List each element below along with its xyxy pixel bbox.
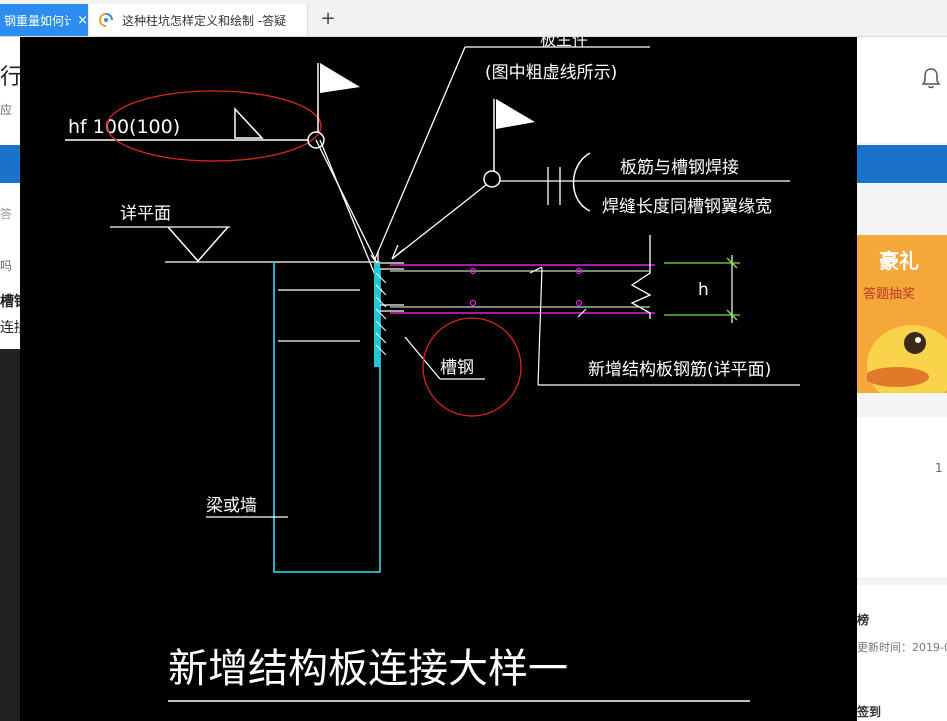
break-line-icon <box>630 259 652 319</box>
slab-rebar-label: 新增结构板钢筋(详平面) <box>588 360 771 380</box>
site-favicon-icon <box>98 13 113 27</box>
annotation-circle-channel <box>422 317 522 417</box>
browser-tab-bar: 钢重量如何计 × 这种柱坑怎样定义和绘制 -答疑 + <box>0 0 947 37</box>
checkin-link[interactable]: 签到 <box>857 705 882 719</box>
top-note-above: 板生件 <box>540 37 588 49</box>
tab-label: 这种柱坑怎样定义和绘制 -答疑 <box>122 13 287 28</box>
promo-banner[interactable]: 豪礼 答题抽奖 <box>857 235 947 393</box>
tab-column-pit-question[interactable]: 这种柱坑怎样定义和绘制 -答疑 <box>90 4 308 36</box>
channel-steel-label: 槽钢 <box>440 358 474 378</box>
tab-steel-weight[interactable]: 钢重量如何计 × <box>0 4 88 36</box>
new-tab-button[interactable]: + <box>320 8 336 29</box>
beam-or-wall-outline <box>273 262 381 573</box>
bg-text: 行 <box>0 65 23 90</box>
tab-label: 钢重量如何计 <box>4 13 72 28</box>
weld-spec-text: hf 100(100) <box>68 116 180 138</box>
background-left-strip: 行 应 答 吗 槽钢 连接 <box>0 37 28 721</box>
cad-drawing: hf 100(100) 板生件 (图中粗虚线所示) 板筋与槽钢焊接 焊缝长度同槽… <box>65 37 800 702</box>
annotation-circle-weld <box>106 90 322 162</box>
field-weld-flag-icon <box>496 99 535 129</box>
image-viewer[interactable]: hf 100(100) 板生件 (图中粗虚线所示) 板筋与槽钢焊接 焊缝长度同槽… <box>20 37 857 721</box>
drawing-title: 新增结构板连接大样一 <box>168 646 568 692</box>
updated-time: 更新时间：2019-0 <box>857 641 947 654</box>
thickness-label: h <box>698 280 709 300</box>
elevation-label: 详平面 <box>120 204 171 224</box>
leaderboard-title: 榜 <box>857 613 870 627</box>
weld-symbol-icon <box>234 107 264 139</box>
tab-close-icon[interactable]: × <box>77 12 88 28</box>
bell-icon[interactable] <box>921 67 941 89</box>
channel-steel-web <box>374 263 380 367</box>
leaderboard-card: 榜 更新时间：2019-0 签到 <box>857 585 947 721</box>
bg-text: 吗 <box>0 259 13 273</box>
bg-text: 应 <box>0 103 13 117</box>
sidebar-card: 1 <box>857 417 947 577</box>
weld-all-around-icon <box>572 152 591 212</box>
rib-note-2: 焊缝长度同槽钢翼缘宽 <box>602 197 772 217</box>
beam-wall-label: 梁或墙 <box>206 496 257 516</box>
elevation-triangle-icon <box>167 226 229 263</box>
bg-text: 答 <box>0 207 13 221</box>
promo-title: 豪礼 <box>879 249 919 273</box>
promo-subtitle: 答题抽奖 <box>863 287 916 302</box>
mascot-icon <box>867 325 947 393</box>
rib-note-1: 板筋与槽钢焊接 <box>620 158 739 178</box>
count-text: 1 <box>935 461 943 475</box>
background-right-sidebar: 豪礼 答题抽奖 1 榜 更新时间：2019-0 签到 <box>857 37 947 721</box>
field-weld-flag-icon <box>320 63 360 93</box>
top-note-text: (图中粗虚线所示) <box>485 63 617 83</box>
